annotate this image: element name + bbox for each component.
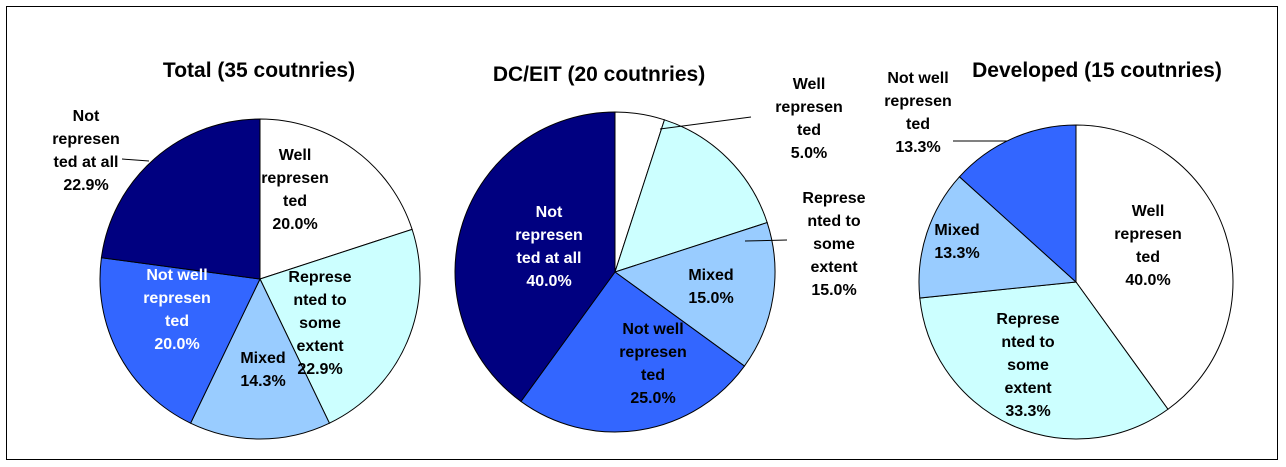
leader-line: [659, 116, 752, 130]
pie-slice: [259, 228, 421, 424]
pie-slice: [958, 124, 1077, 284]
pie-slice: [919, 281, 1169, 440]
pie-slice: [100, 118, 261, 280]
pie-slice: [918, 176, 1078, 299]
pie-slice: [189, 277, 331, 440]
pie-slice: [614, 119, 768, 273]
chart-title: Total (35 coutnries): [163, 59, 355, 82]
leader-line: [744, 239, 788, 242]
pie-slice: [613, 221, 776, 367]
pie-slice: [259, 118, 413, 280]
pie-slice: [1075, 124, 1234, 410]
chart-title: Developed (15 coutnries): [972, 59, 1222, 82]
chart-title: DC/EIT (20 coutnries): [493, 63, 705, 86]
pie-slice: [454, 111, 616, 403]
pie-slice: [99, 257, 261, 424]
leader-line: [121, 158, 150, 162]
pie-slice: [520, 271, 746, 433]
